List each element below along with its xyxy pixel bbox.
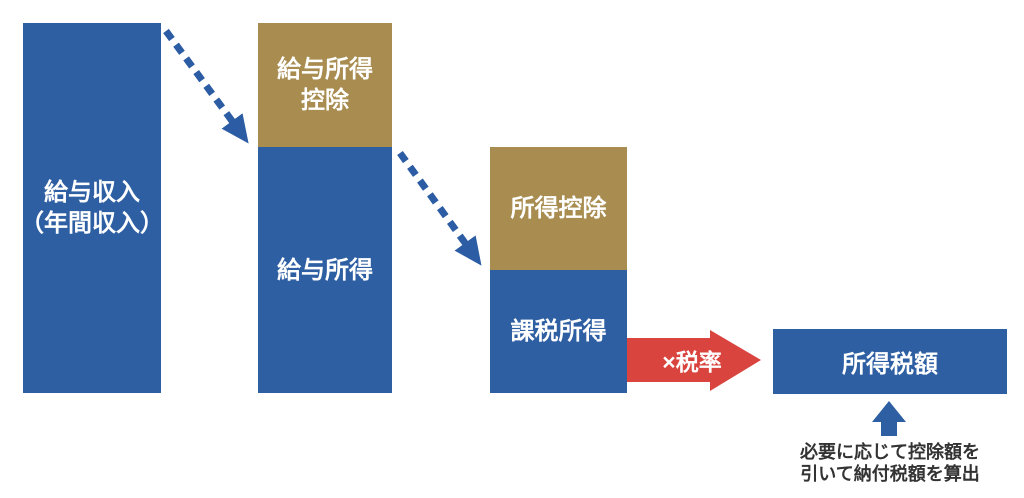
income-deduction-segment: 所得控除 [490, 147, 627, 270]
dashed-diagonal-arrow-icon-2 [397, 150, 482, 266]
employment-income-deduction-line1: 給与所得 [277, 56, 373, 83]
note-up-arrow-icon [872, 401, 906, 436]
salary-income-bar: 給与収入 （年間収入） [20, 23, 164, 393]
tax-rate-label: ×税率 [662, 349, 722, 375]
salary-income-label-line2: （年間収入） [20, 210, 164, 237]
dashed-diagonal-arrow-icon-1 [163, 28, 249, 144]
employment-income-bar: 給与所得 控除 給与所得 [258, 23, 392, 393]
employment-income-deduction-label: 給与所得 控除 [277, 54, 373, 116]
salary-income-segment: 給与収入 （年間収入） [20, 23, 164, 393]
taxable-income-label: 課税所得 [510, 318, 607, 345]
employment-income-deduction-segment: 給与所得 控除 [258, 23, 392, 147]
salary-income-label: 給与収入 （年間収入） [20, 177, 164, 239]
note-caption: 必要に応じて控除額を 引いて納付税額を算出 [774, 441, 1006, 485]
employment-income-segment: 給与所得 [258, 147, 392, 393]
salary-income-label-line1: 給与収入 [44, 179, 140, 206]
income-deduction-label: 所得控除 [510, 195, 607, 222]
note-caption-line1: 必要に応じて控除額を [800, 442, 980, 462]
income-tax-amount-box: 所得税額 [773, 329, 1007, 394]
employment-income-deduction-line2: 控除 [301, 87, 349, 114]
employment-income-label: 給与所得 [277, 256, 373, 284]
income-tax-amount-label: 所得税額 [842, 351, 938, 378]
taxable-income-bar: 所得控除 課税所得 [490, 147, 627, 393]
note-caption-line2: 引いて納付税額を算出 [800, 464, 980, 484]
taxable-income-segment: 課税所得 [490, 270, 627, 393]
